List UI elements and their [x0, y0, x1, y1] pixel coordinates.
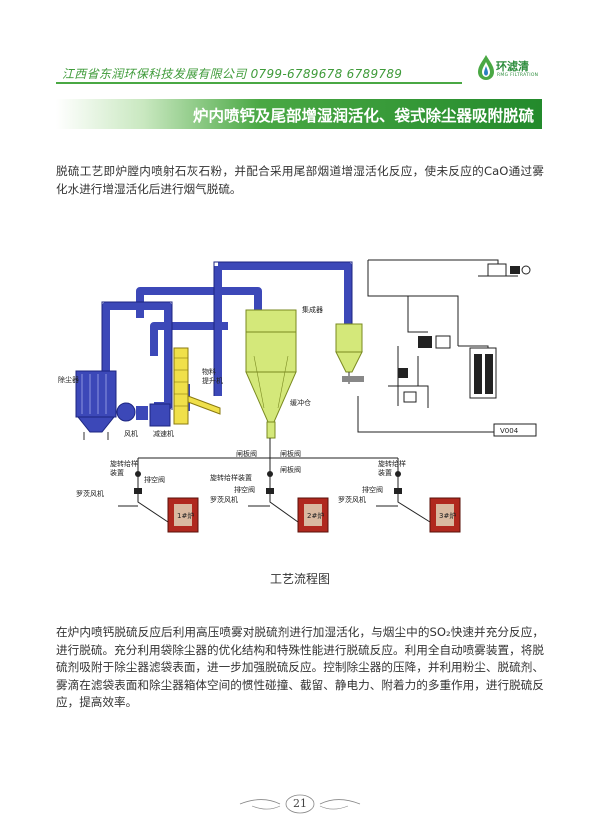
label-rotary-feeder-3a: 旋转给样 — [378, 459, 406, 468]
label-collector: 集成器 — [302, 305, 323, 314]
label-dust-collector: 除尘器 — [58, 375, 79, 384]
material-elevator — [173, 347, 221, 425]
label-roots-blower-2: 罗茨风机 — [210, 495, 238, 504]
section-title-bar: 炉内喷钙及尾部增湿润活化、袋式除尘器吸附脱硫 — [56, 99, 542, 129]
label-rotary-feeder-1b: 装置 — [110, 468, 124, 477]
leaf-drop-icon — [478, 55, 494, 80]
label-roots-blower-1: 罗茨风机 — [76, 489, 104, 498]
company-contact-line: 江西省东润环保科技发展有限公司 0799-6789678 6789789 — [62, 67, 403, 81]
label-vent-valve-3: 排空阀 — [362, 485, 383, 494]
boiler-3 — [429, 497, 461, 533]
boiler-1 — [167, 497, 199, 533]
logo-text: 环滤清 — [496, 60, 529, 73]
page-number: 21 — [293, 797, 307, 810]
page-header: 江西省东润环保科技发展有限公司 0799-6789678 6789789 环滤清… — [0, 52, 600, 86]
label-fan: 风机 — [124, 429, 138, 438]
label-gate-valve-2: 闸板阀 — [280, 449, 301, 458]
label-boiler-3: 3#炉 — [439, 511, 456, 520]
label-rotary-feeder-2: 旋转给样装置 — [210, 473, 252, 482]
label-buffer-bin: 缓冲仓 — [290, 398, 311, 407]
label-reducer: 减速机 — [153, 429, 174, 438]
label-rotary-feeder-1a: 旋转给样 — [110, 459, 138, 468]
label-vent-valve-1: 排空阀 — [144, 475, 165, 484]
main-silo — [245, 309, 297, 439]
intro-paragraph: 脱硫工艺即炉膛内喷射石灰石粉，并配合采用尾部烟道增湿活化反应，使未反应的CaO通… — [56, 164, 544, 196]
fan — [116, 402, 171, 427]
page-footer: 21 — [0, 792, 600, 816]
label-vent-valve-2: 排空阀 — [234, 485, 255, 494]
label-roots-blower-3: 罗茨风机 — [338, 495, 366, 504]
boiler-2 — [297, 497, 329, 533]
footer-ornament — [239, 794, 361, 814]
company-logo: 环滤清 RMG FILTRATION — [476, 52, 546, 86]
diagram-caption: 工艺流程图 — [269, 572, 330, 586]
secondary-silo — [335, 323, 364, 384]
blue-duct-network — [102, 262, 352, 411]
header-rule — [56, 82, 462, 84]
body-paragraph: 在炉内喷钙脱硫反应后利用高压喷雾对脱硫剂进行加湿活化，与烟尘中的SO₂快速并充分… — [56, 625, 544, 709]
process-flow-diagram: 除尘器 风机 减速机 物料 提升机 集成器 缓冲仓 — [58, 259, 537, 533]
label-boiler-2: 2#炉 — [307, 511, 324, 520]
control-cabinet — [469, 347, 497, 399]
label-gate-valve-3: 闸板阀 — [280, 465, 301, 474]
dust-collector — [75, 370, 117, 440]
blue-duct-outline — [101, 261, 353, 410]
label-material-2: 提升机 — [202, 376, 223, 385]
label-drawing-code: V004 — [500, 427, 519, 435]
label-gate-valve-1: 闸板阀 — [236, 449, 257, 458]
label-boiler-1: 1#炉 — [177, 511, 194, 520]
section-title: 炉内喷钙及尾部增湿润活化、袋式除尘器吸附脱硫 — [192, 107, 534, 125]
logo-subtext: RMG FILTRATION — [497, 73, 539, 78]
label-material-1: 物料 — [202, 367, 216, 376]
label-rotary-feeder-3b: 装置 — [378, 468, 392, 477]
